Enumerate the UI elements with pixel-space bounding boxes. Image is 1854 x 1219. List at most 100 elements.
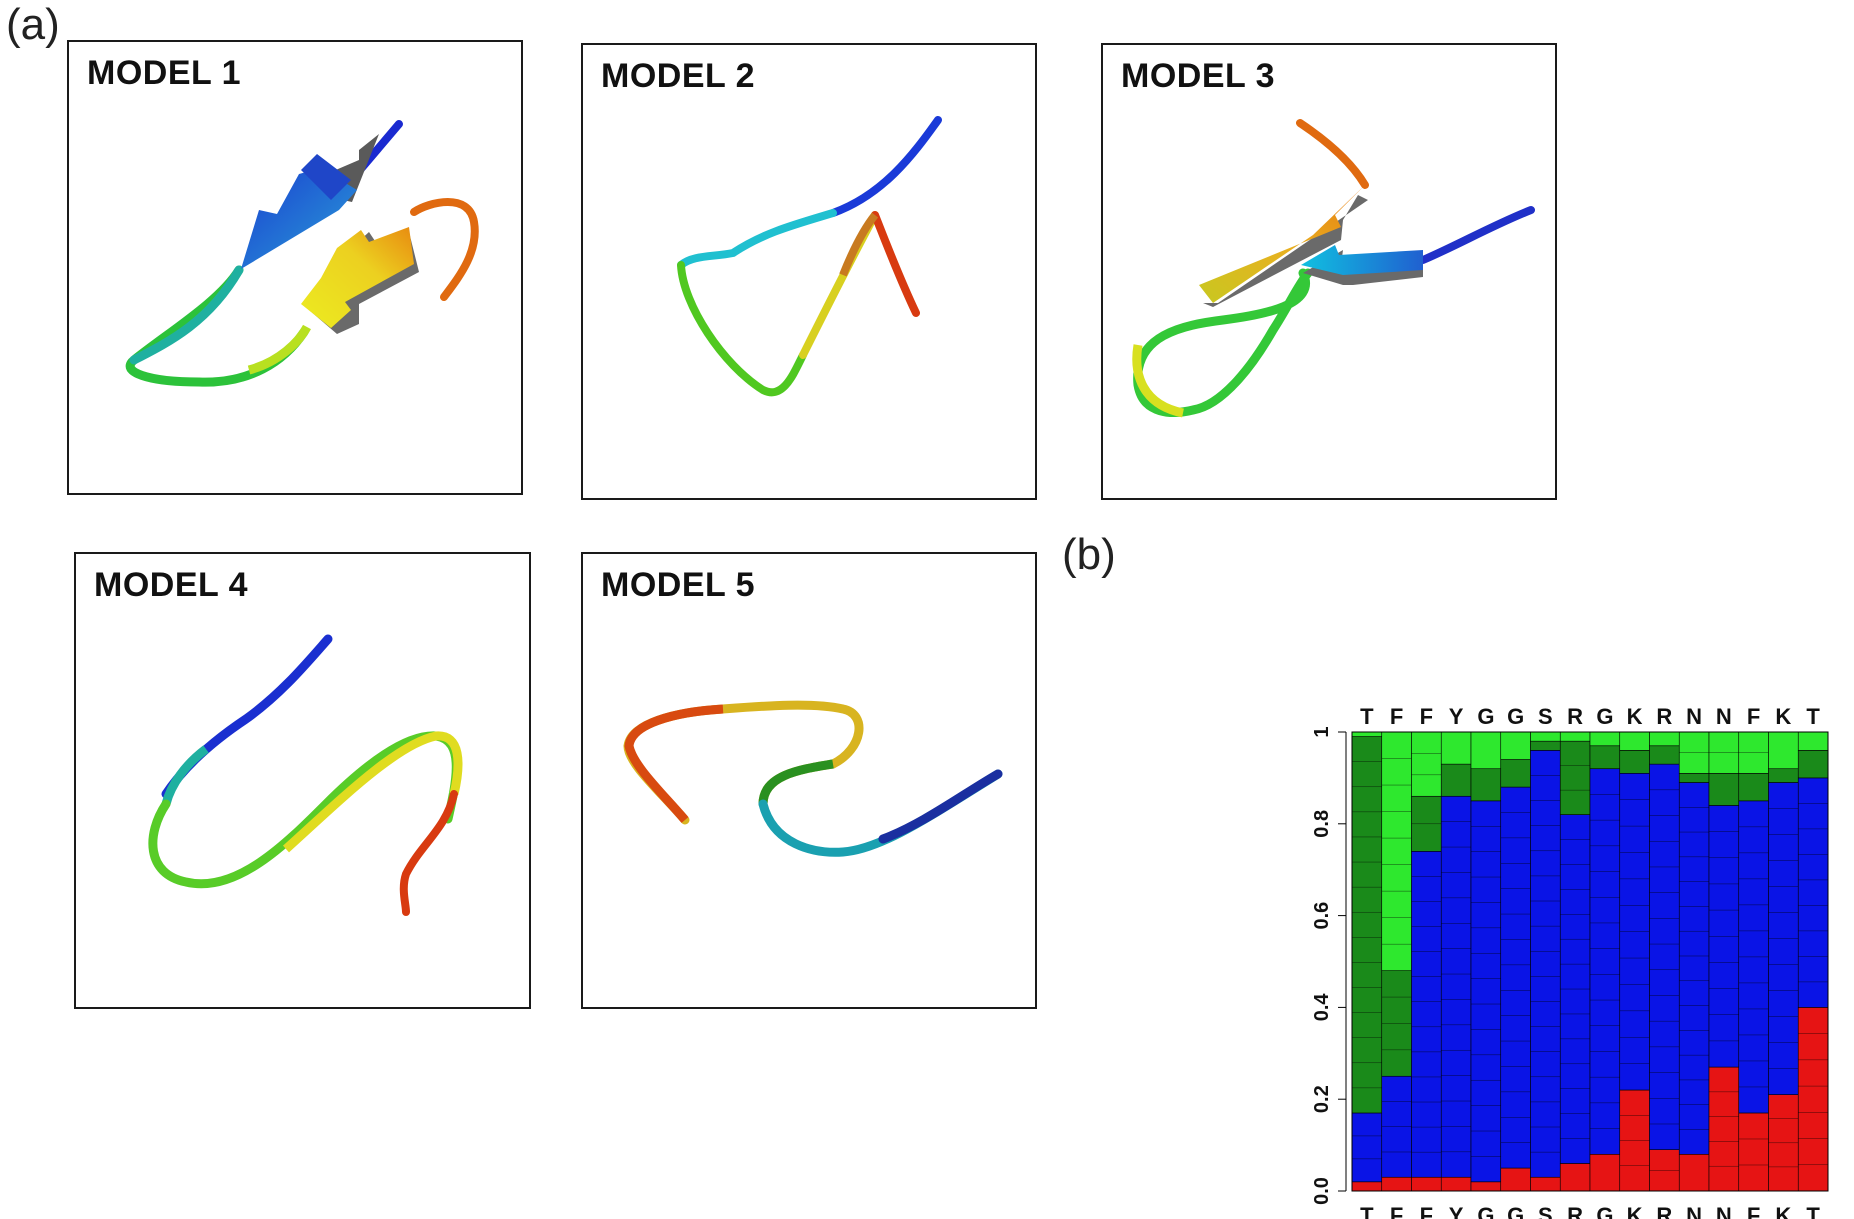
bar-segment-g-4-s3 [1470,731,1502,770]
category-label-bottom: G [1477,1203,1494,1219]
model-3-structure [1132,119,1535,418]
bar-segment-n-11-s2 [1678,773,1710,783]
model-5-structure [623,700,1003,857]
bar-segment-y-3-s1 [1440,795,1472,1178]
bar-segment-t-15-s1 [1797,777,1829,1008]
bar-segment-r-10-s3 [1649,731,1680,747]
category-label-top: F [1747,704,1760,729]
bar-segment-g-4-s1 [1470,800,1502,1183]
bar-segment-g-5-s1 [1500,786,1531,1169]
model-5-title: MODEL 5 [601,566,756,604]
y-tick-label: 0.0 [1311,1177,1333,1205]
bar-segment-n-12-s0 [1708,1066,1740,1192]
bar-segment-f-1-s3 [1381,731,1412,971]
bar-segment-s-6-s3 [1530,731,1561,742]
bar-segment-t-0-s3 [1351,731,1383,737]
category-label-bottom: F [1390,1203,1403,1219]
category-label-bottom: R [1567,1203,1583,1219]
category-label-top: G [1596,704,1613,729]
category-label-top: G [1477,704,1494,729]
bar-segment-s-6-s2 [1530,740,1561,751]
bar-segment-n-11-s1 [1678,782,1710,1155]
model-5-panel: MODEL 5 [581,552,1037,1009]
category-label-top: Y [1449,704,1464,729]
category-label-top: S [1538,704,1553,729]
category-label-bottom: T [1360,1203,1374,1219]
model-3-title: MODEL 3 [1121,57,1276,95]
model-4-panel: MODEL 4 [74,552,531,1009]
category-label-bottom: K [1627,1203,1643,1219]
category-label-top: R [1567,704,1583,729]
category-label-bottom: G [1596,1203,1613,1219]
model-1-title: MODEL 1 [87,54,242,92]
bar-segment-y-3-s3 [1440,731,1472,765]
bar-segment-g-5-s3 [1500,731,1531,760]
bar-segment-k-14-s2 [1768,768,1799,783]
bar-segment-r-10-s1 [1649,763,1680,1150]
category-label-top: T [1806,704,1820,729]
panel-label-b: (b) [1062,530,1116,579]
category-label-bottom: S [1538,1203,1553,1219]
bar-segment-t-15-s2 [1797,750,1829,779]
bar-segment-g-8-s0 [1589,1153,1621,1192]
category-label-bottom: N [1686,1203,1702,1219]
category-label-bottom: K [1775,1203,1791,1219]
bar-segment-y-3-s0 [1440,1176,1472,1192]
model-4-structure [148,634,463,916]
bar-segment-r-7-s2 [1559,740,1591,815]
model-2-panel: MODEL 2 [581,43,1037,500]
category-label-top: N [1716,704,1732,729]
bar-segment-y-3-s2 [1440,763,1472,797]
panel-label-a: (a) [6,0,60,49]
bar-segment-s-6-s1 [1530,750,1561,1178]
bar-segment-f-1-s0 [1381,1176,1412,1192]
category-label-bottom: Y [1449,1203,1464,1219]
category-label-top: T [1360,704,1374,729]
category-label-top: K [1775,704,1791,729]
bar-segment-n-12-s2 [1708,773,1740,806]
bar-segment-g-5-s0 [1500,1167,1531,1192]
bar-segment-f-2-s0 [1411,1176,1442,1192]
model-2-structure [677,116,942,397]
category-label-top: F [1390,704,1403,729]
y-tick-label: 0.6 [1311,902,1333,930]
model-1-panel: MODEL 1 [67,40,523,495]
bar-segment-k-9-s2 [1619,750,1650,774]
bar-segment-t-0-s2 [1351,736,1383,1114]
model-3-panel: MODEL 3 [1101,43,1557,500]
bar-segment-f-2-s1 [1411,851,1442,1178]
bar-segment-r-7-s0 [1559,1163,1591,1192]
composition-chart-svg: TTFFFFYYGGGGSSRRGGKKRRNNNNFFKKTT0.00.20.… [1311,704,1829,1219]
category-label-top: F [1420,704,1433,729]
category-label-bottom: N [1716,1203,1732,1219]
bar-segment-n-11-s0 [1678,1153,1710,1192]
model-4-title: MODEL 4 [94,566,249,604]
model-1-structure [125,120,479,387]
bar-segment-t-0-s1 [1351,1112,1383,1183]
bar-segment-t-15-s3 [1797,731,1829,751]
category-label-bottom: G [1507,1203,1524,1219]
category-label-top: R [1656,704,1672,729]
y-tick-label: 0.2 [1311,1085,1333,1113]
plot-frame [1351,731,1829,1192]
bar-segment-f-13-s0 [1738,1112,1769,1192]
category-label-bottom: F [1420,1203,1433,1219]
bar-segment-f-2-s3 [1411,731,1442,797]
bar-segment-g-8-s3 [1589,731,1621,747]
bar-segment-g-8-s1 [1589,768,1621,1155]
y-tick-label: 0.8 [1311,810,1333,838]
bar-segment-g-4-s0 [1470,1181,1502,1192]
model-2-title: MODEL 2 [601,57,756,95]
bar-segment-g-4-s2 [1470,768,1502,802]
bar-segment-f-13-s2 [1738,773,1769,802]
category-label-top: N [1686,704,1702,729]
bar-segment-k-14-s3 [1768,731,1799,770]
bar-segment-g-5-s2 [1500,759,1531,788]
bar-segment-r-7-s3 [1559,731,1591,742]
bar-segment-t-15-s0 [1797,1007,1829,1192]
category-label-bottom: F [1747,1203,1760,1219]
bar-segment-r-10-s2 [1649,745,1680,765]
bar-segment-s-6-s0 [1530,1176,1561,1192]
category-label-top: G [1507,704,1524,729]
category-label-top: K [1627,704,1643,729]
